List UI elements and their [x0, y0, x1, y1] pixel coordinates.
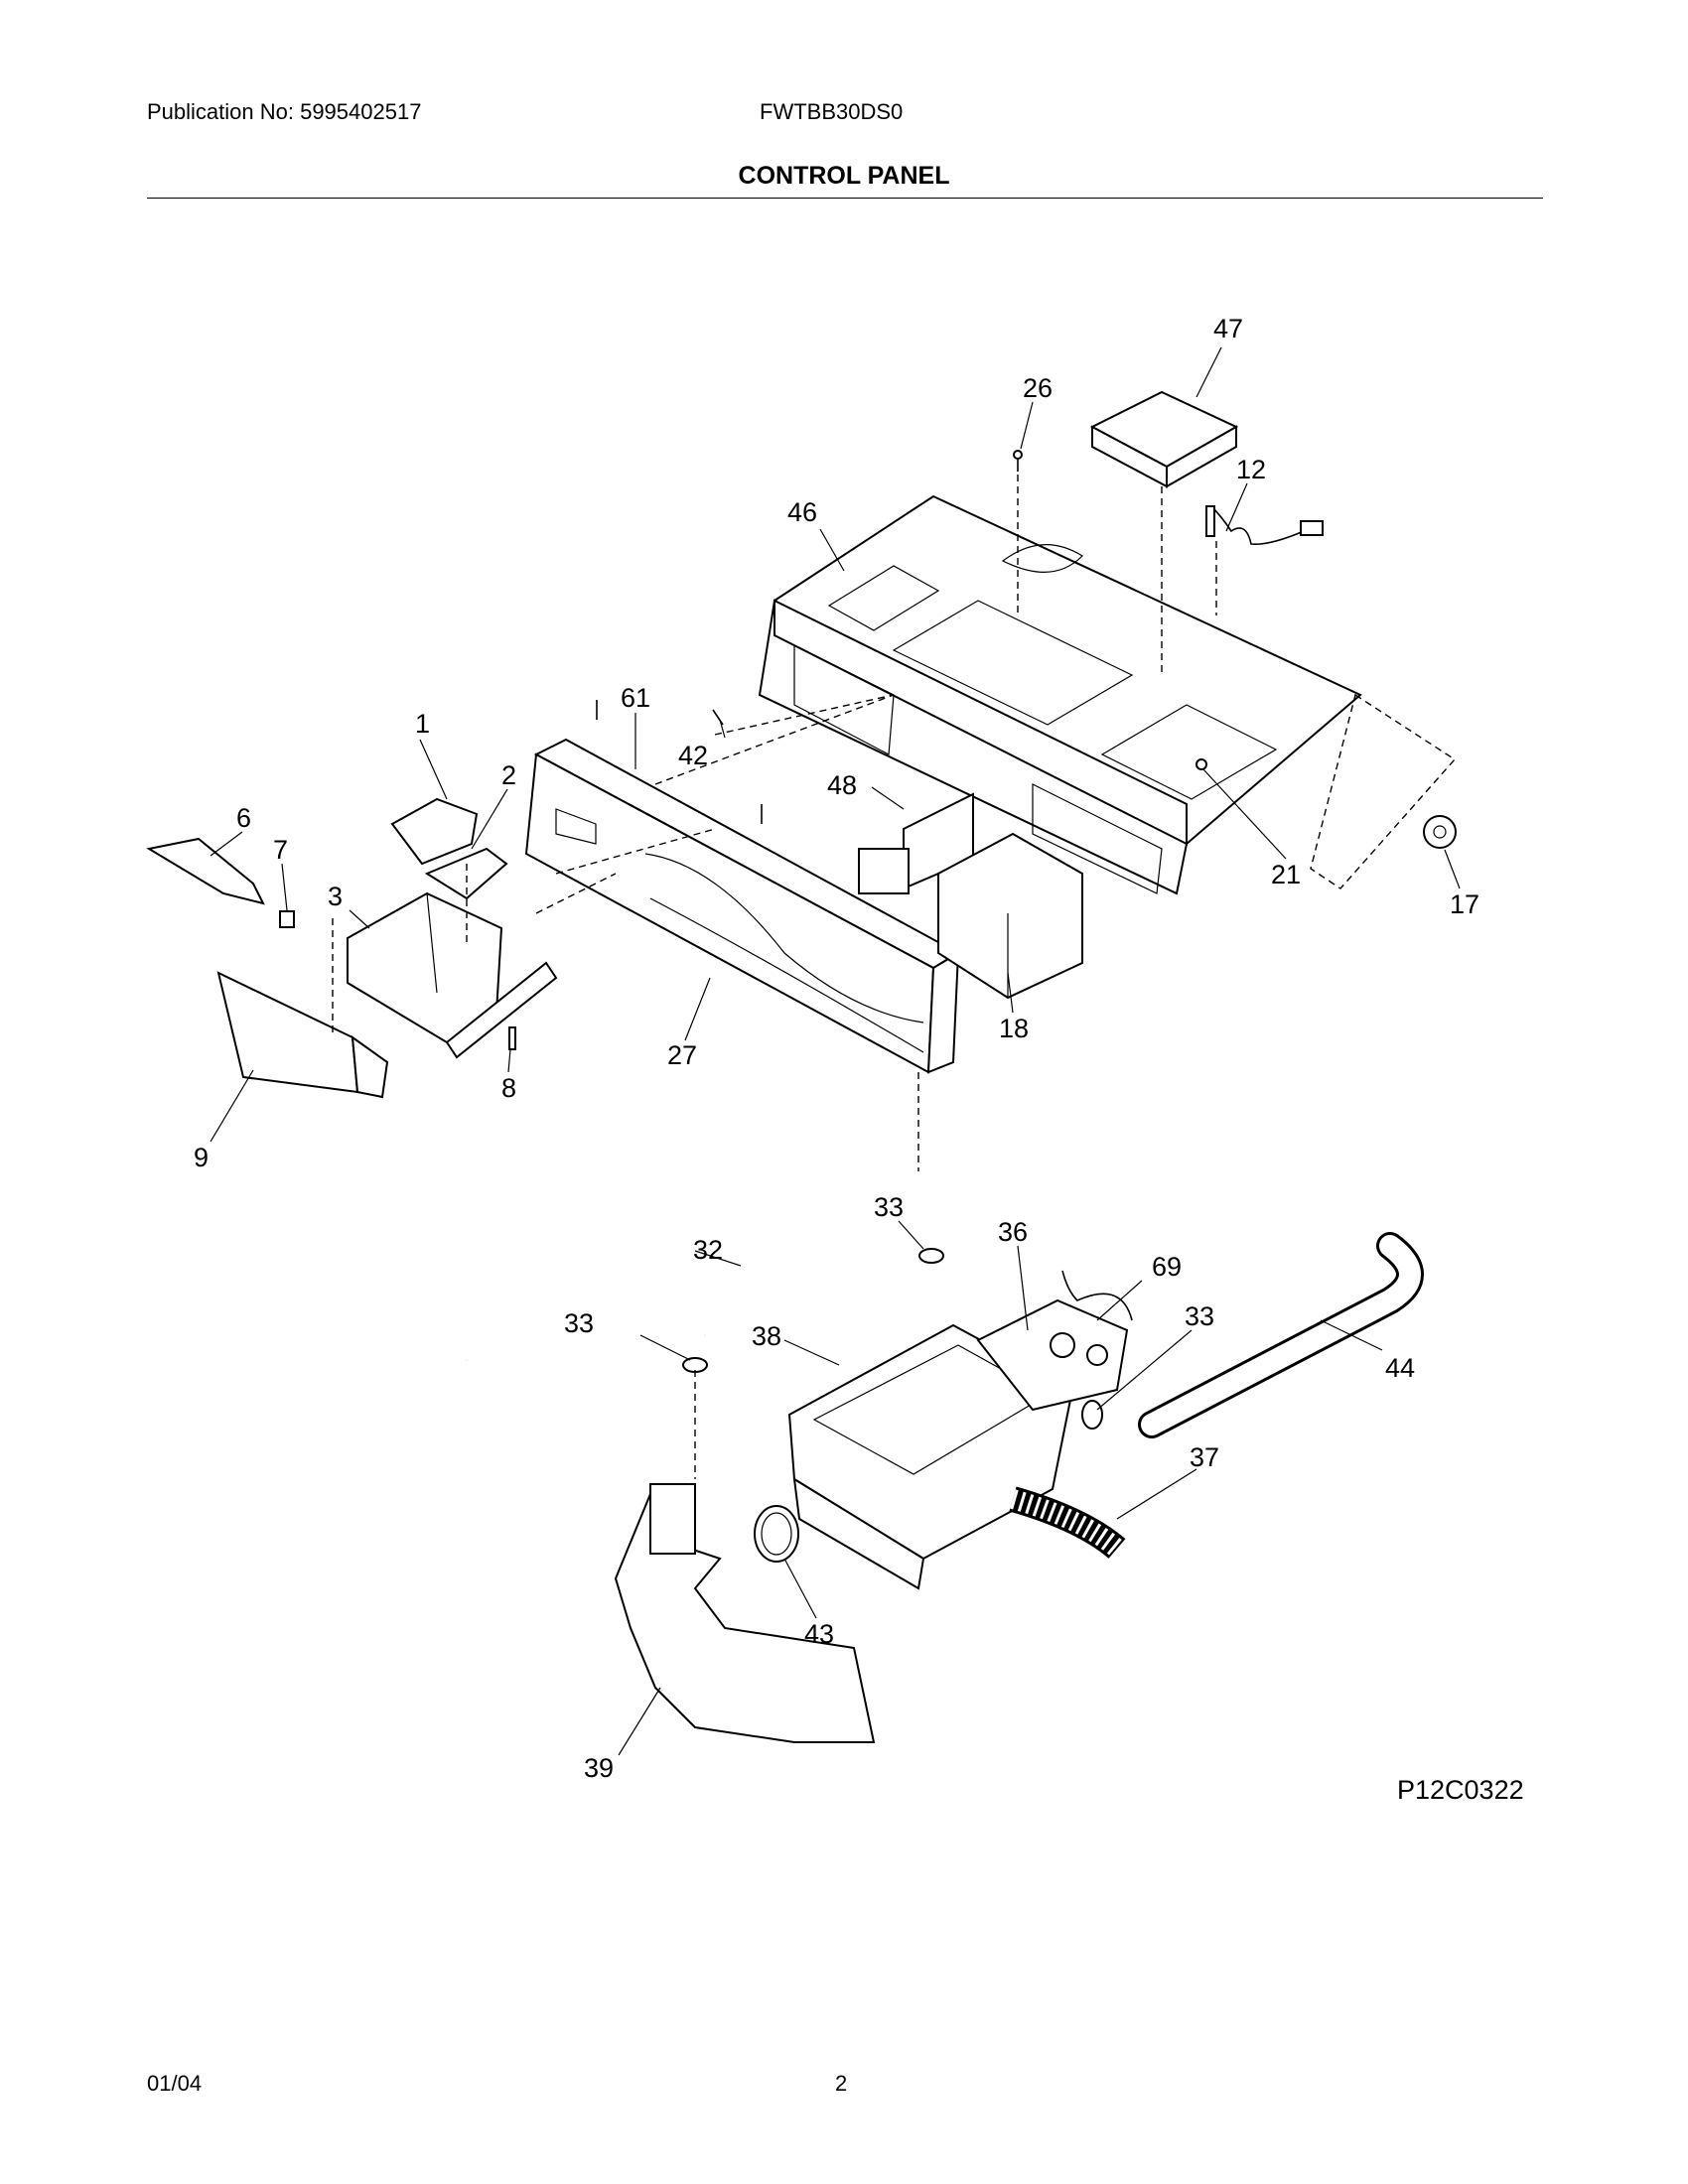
callout-44: 44: [1385, 1353, 1415, 1383]
publication-number: Publication No: 5995402517: [147, 99, 422, 124]
part-3-dispenser-housing: [347, 891, 558, 1059]
part-33-clamp-top: [918, 1248, 944, 1264]
callout-43: 43: [804, 1619, 834, 1649]
callout-46: 46: [787, 497, 817, 527]
part-17-pressure-switch: [1423, 815, 1457, 849]
callout-69: 69: [1152, 1252, 1182, 1282]
callout-12: 12: [1236, 455, 1266, 484]
callout-6: 6: [236, 803, 251, 833]
footer-date: 01/04: [147, 2071, 203, 2096]
callout-38: 38: [752, 1321, 781, 1351]
part-27-console-panel: [524, 738, 961, 1074]
part-32-hose: [458, 1242, 714, 1362]
callout-26: 26: [1023, 373, 1053, 403]
part-33-clamp-right: [1081, 1400, 1103, 1430]
callout-8: 8: [501, 1073, 516, 1103]
part-33-clamp-left: [682, 1357, 708, 1373]
page-number: 2: [835, 2071, 848, 2096]
callout-2: 2: [501, 760, 516, 790]
callout-27: 27: [667, 1040, 697, 1070]
callout-9: 9: [194, 1143, 209, 1172]
callout-33-left: 33: [564, 1308, 594, 1338]
callout-36: 36: [998, 1217, 1028, 1247]
part-38-dispenser-tub: [787, 1323, 1074, 1590]
drawing-code: P12C0322: [1397, 1775, 1524, 1805]
callout-39: 39: [584, 1753, 614, 1783]
callout-3: 3: [328, 882, 343, 911]
callout-32: 32: [693, 1235, 723, 1265]
part-26-screw: [1013, 450, 1023, 472]
part-39-elbow-duct: [614, 1482, 876, 1743]
callout-47: 47: [1213, 314, 1243, 343]
model-number: FWTBB30DS0: [760, 99, 904, 124]
part-12-wire-harness: [1205, 505, 1324, 545]
part-1-dispenser-cap: [390, 797, 479, 866]
page-title: CONTROL PANEL: [738, 162, 950, 190]
part-46-control-panel-chassis: [758, 494, 1362, 895]
part-7-spring: [279, 910, 295, 928]
callout-1: 1: [415, 709, 430, 739]
part-47-insulation-pad: [1089, 390, 1239, 488]
part-37-bellows-hose: [1009, 1486, 1126, 1560]
callout-61: 61: [621, 683, 650, 713]
callout-7: 7: [273, 835, 288, 865]
part-44-drain-hose: [1138, 1232, 1424, 1438]
part-2-dispenser-cap: [424, 847, 508, 900]
part-6-bracket: [146, 837, 265, 905]
leader-lines: [210, 346, 1461, 1756]
callout-33-right: 33: [1185, 1301, 1214, 1331]
part-9-drawer-front: [216, 971, 389, 1099]
callout-17: 17: [1450, 889, 1479, 919]
callout-21: 21: [1271, 860, 1301, 889]
callout-33-top: 33: [874, 1192, 904, 1222]
part-18-board-cover: [937, 832, 1083, 1000]
part-8-pin: [508, 1026, 516, 1050]
callout-48: 48: [827, 770, 857, 800]
callout-37: 37: [1190, 1442, 1219, 1472]
callout-42: 42: [678, 741, 708, 770]
callout-18: 18: [999, 1014, 1029, 1043]
part-36-water-valve: [976, 1270, 1133, 1412]
header-divider: [147, 198, 1543, 199]
